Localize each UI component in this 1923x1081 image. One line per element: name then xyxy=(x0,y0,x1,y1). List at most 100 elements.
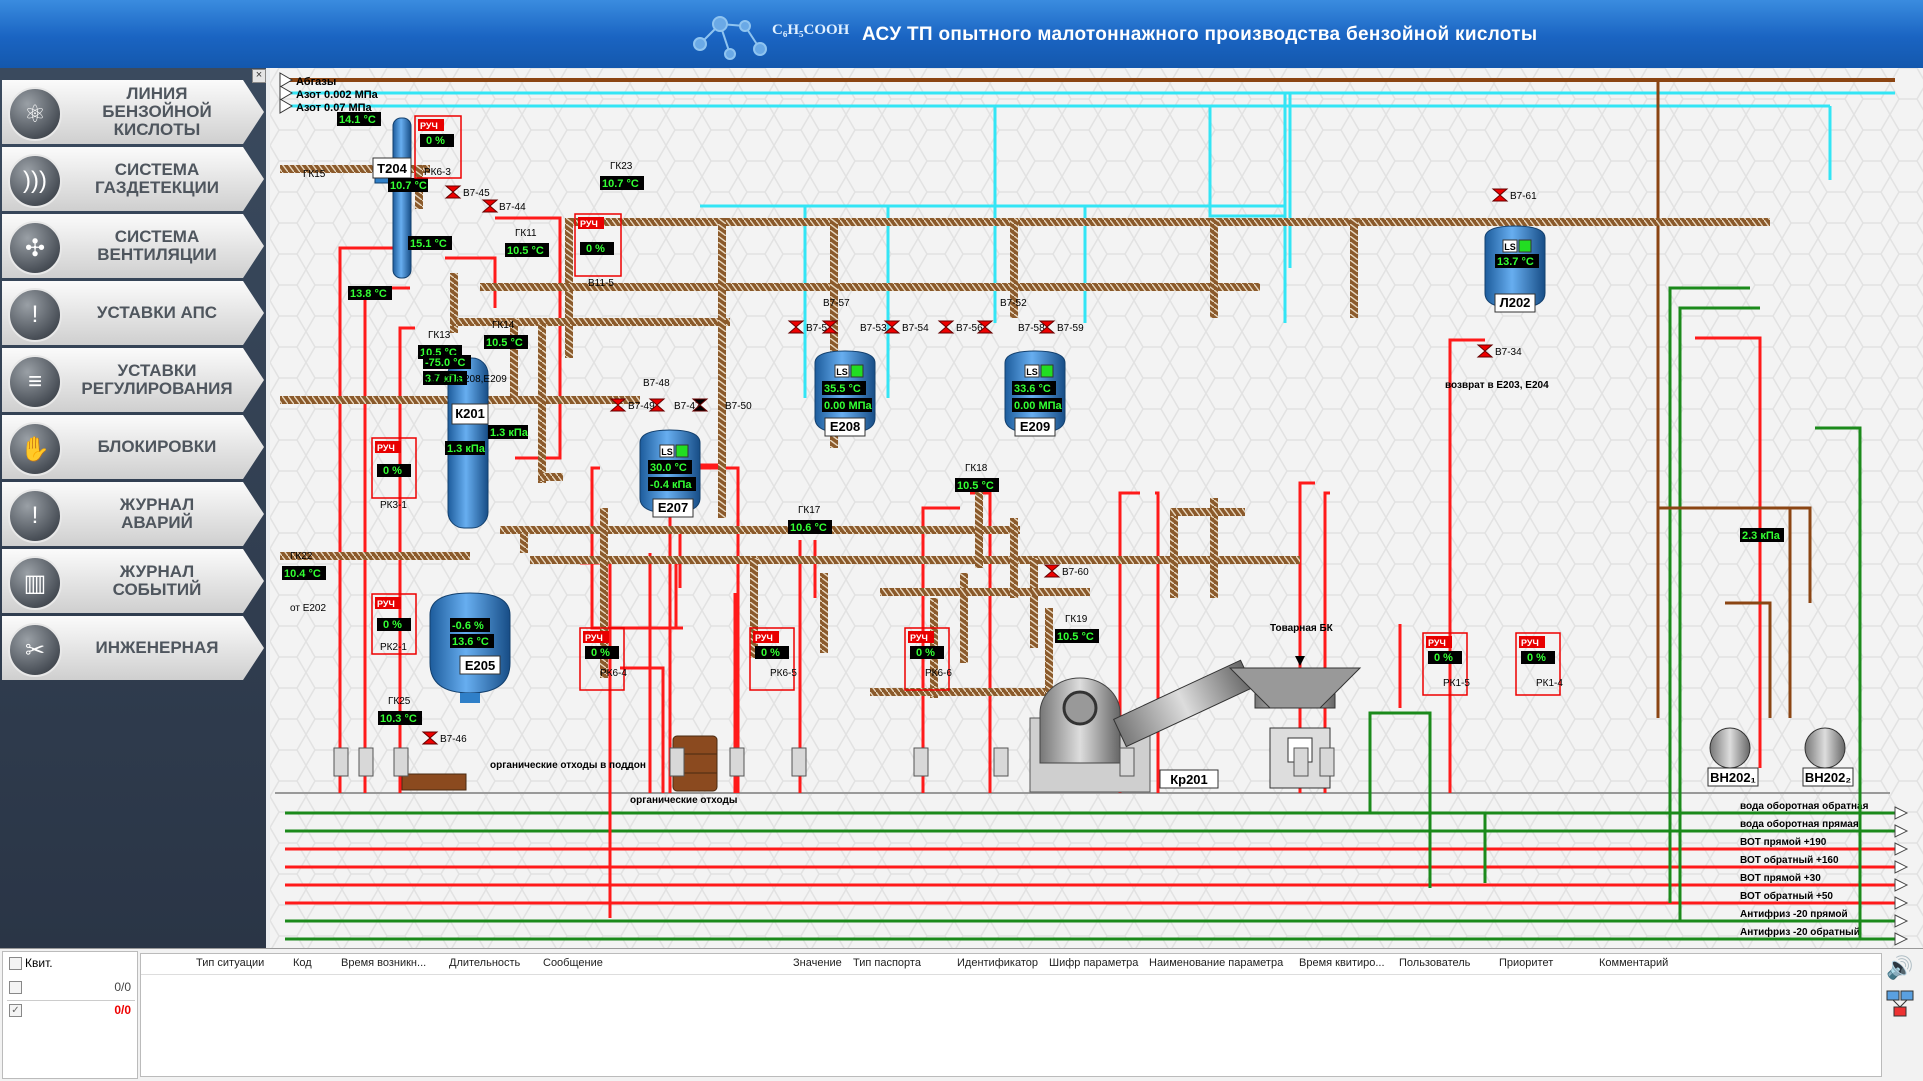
valve-tag: В7-51 xyxy=(806,323,833,334)
level-switch-indicators: LS LS LS LS xyxy=(659,239,1532,458)
hand-stop-icon: ✋ xyxy=(8,422,62,476)
nav-line-button[interactable]: ⚛ ЛИНИЯ БЕНЗОЙНОЙ КИСЛОТЫ xyxy=(2,80,264,144)
valve-tag: В7-46 xyxy=(440,734,467,745)
vacuum-pump-vn202-1[interactable]: ВН202₁ xyxy=(1707,727,1759,787)
utility-label: вода оборотная обратная xyxy=(1740,800,1869,812)
column-header[interactable]: Длительность xyxy=(449,957,521,969)
nav-regulation-settings-button[interactable]: ≡ УСТАВКИ РЕГУЛИРОВАНИЯ xyxy=(2,348,264,412)
acknowledge-row[interactable]: ✓ 0/0 xyxy=(7,1000,135,1021)
column-header[interactable]: Тип паспорта xyxy=(853,957,921,969)
readout-value: 10.4 °C xyxy=(284,568,321,580)
column-header[interactable]: Приоритет xyxy=(1499,957,1554,969)
crystallizer-kr201[interactable]: Кр201 Товарная БК xyxy=(1029,623,1362,793)
acknowledge-checkbox[interactable] xyxy=(9,957,22,970)
nav-alarm-settings-button[interactable]: ! УСТАВКИ АПС xyxy=(2,281,264,345)
valve[interactable]: В7-45 xyxy=(444,185,490,199)
mode-label: РУЧ xyxy=(1428,638,1446,648)
row-checkbox[interactable]: ✓ xyxy=(9,1004,22,1017)
valve[interactable]: В7-59 xyxy=(1038,320,1084,334)
output-value: 0 % xyxy=(1434,652,1453,664)
output-value: 0 % xyxy=(383,465,402,477)
mode-label: РУЧ xyxy=(910,633,928,643)
valve[interactable]: В7-54 xyxy=(883,320,929,334)
column-header[interactable]: Пользователь xyxy=(1399,957,1471,969)
note-label: органические отходы xyxy=(630,795,737,806)
readout-tag: ГК17 xyxy=(798,505,821,516)
utility-label: ВОТ прямой +30 xyxy=(1740,873,1821,884)
nav-interlocks-button[interactable]: ✋ БЛОКИРОВКИ xyxy=(2,415,264,479)
valve[interactable]: В7-44 xyxy=(481,199,526,213)
level-switch-label: LS xyxy=(1504,242,1516,252)
valve-tag: В7-61 xyxy=(1510,191,1537,202)
readout-value: -75.0 °C xyxy=(425,357,466,369)
valve[interactable]: В7-46 xyxy=(421,731,467,745)
valve-tag: В7-60 xyxy=(1062,567,1089,578)
valve[interactable]: В7-47 xyxy=(648,398,701,412)
close-icon[interactable]: × xyxy=(252,69,266,83)
alarm-panel: Квит. 0/0 ✓ 0/0 Тип ситуации Код Время в… xyxy=(0,948,1923,1081)
alarm-table[interactable]: Тип ситуации Код Время возникн... Длител… xyxy=(140,953,1882,1077)
nav-alarm-journal-button[interactable]: ! ЖУРНАЛ АВАРИЙ xyxy=(2,482,264,546)
network-status-icon[interactable] xyxy=(1885,989,1915,1019)
column-header[interactable]: Комментарий xyxy=(1599,957,1669,969)
valve[interactable]: В7-49 xyxy=(609,398,655,412)
acknowledge-header[interactable]: Квит. xyxy=(7,954,135,974)
nav-engineering-button[interactable]: ✂ ИНЖЕНЕРНАЯ xyxy=(2,616,264,680)
readout-tag: ГК11 xyxy=(515,228,537,239)
column-header[interactable]: Код xyxy=(293,957,312,969)
vessel-label: ВН202₁ xyxy=(1710,770,1756,785)
utility-label: ВОТ обратный +50 xyxy=(1740,890,1833,902)
nav-gas-detection-button[interactable]: ))) СИСТЕМА ГАЗДЕТЕКЦИИ xyxy=(2,147,264,211)
valve[interactable]: В7-61 xyxy=(1491,188,1537,202)
regulator-tag: РК3-1 xyxy=(380,500,407,511)
valve-tag: В7-53 xyxy=(860,323,887,334)
sliders-icon: ≡ xyxy=(8,355,62,409)
vessel-label: Е205 xyxy=(465,658,495,673)
readouts: 10.7 °C ГК15 14.1 °C 15.1 °C 13.8 °C 10.… xyxy=(282,112,1784,725)
nav-ventilation-button[interactable]: ✣ СИСТЕМА ВЕНТИЛЯЦИИ xyxy=(2,214,264,278)
logo-formula: C₆H₅COOH xyxy=(772,22,850,38)
acknowledge-row[interactable]: 0/0 xyxy=(7,978,135,998)
column-header[interactable]: Наименование параметра xyxy=(1149,957,1284,969)
row-checkbox[interactable] xyxy=(9,981,22,994)
column-header[interactable]: Сообщение xyxy=(543,957,603,969)
valve[interactable]: В7-34 xyxy=(1476,344,1522,358)
vessel-t204[interactable]: Т204 xyxy=(372,117,412,279)
valve[interactable]: В7-56 xyxy=(937,320,983,334)
column-header[interactable]: Шифр параметра xyxy=(1049,957,1139,969)
nav-event-journal-button[interactable]: ▥ ЖУРНАЛ СОБЫТИЙ xyxy=(2,549,264,613)
readout-tag: ГК13 xyxy=(428,330,451,341)
column-header[interactable]: Идентификатор xyxy=(957,957,1038,969)
valve[interactable]: В7-53 xyxy=(821,320,887,334)
readout-value: 10.5 °C xyxy=(507,245,544,257)
valve[interactable]: В7-51 xyxy=(787,320,833,334)
fan-icon: ✣ xyxy=(8,221,62,275)
column-header[interactable]: Тип ситуации xyxy=(196,957,265,969)
atom-icon: ⚛ xyxy=(8,87,62,141)
readout-value: 10.5 °C xyxy=(957,480,994,492)
readout-value: 0.00 МПа xyxy=(824,400,873,412)
sound-icon[interactable]: 🔊 xyxy=(1886,955,1914,980)
valve[interactable]: В7-58 xyxy=(976,320,1045,334)
column-header[interactable]: Время возникн... xyxy=(341,957,427,969)
valve-tag: В7-54 xyxy=(902,323,929,334)
mode-label: РУЧ xyxy=(377,599,395,609)
vacuum-pump-vn202-2[interactable]: ВН202₂ xyxy=(1802,727,1854,787)
column-header[interactable]: Значение xyxy=(793,957,842,969)
vessel-l202[interactable]: Л202 xyxy=(1484,225,1546,313)
readout-tag: ГК22 xyxy=(290,551,313,562)
level-switch-label: LS xyxy=(661,447,673,457)
valve-tag: В7-58 xyxy=(1018,323,1045,334)
valve[interactable]: В7-60 xyxy=(1043,564,1089,578)
valve[interactable]: В7-50 xyxy=(691,398,752,412)
column-header[interactable]: Время квитиро... xyxy=(1299,957,1385,969)
